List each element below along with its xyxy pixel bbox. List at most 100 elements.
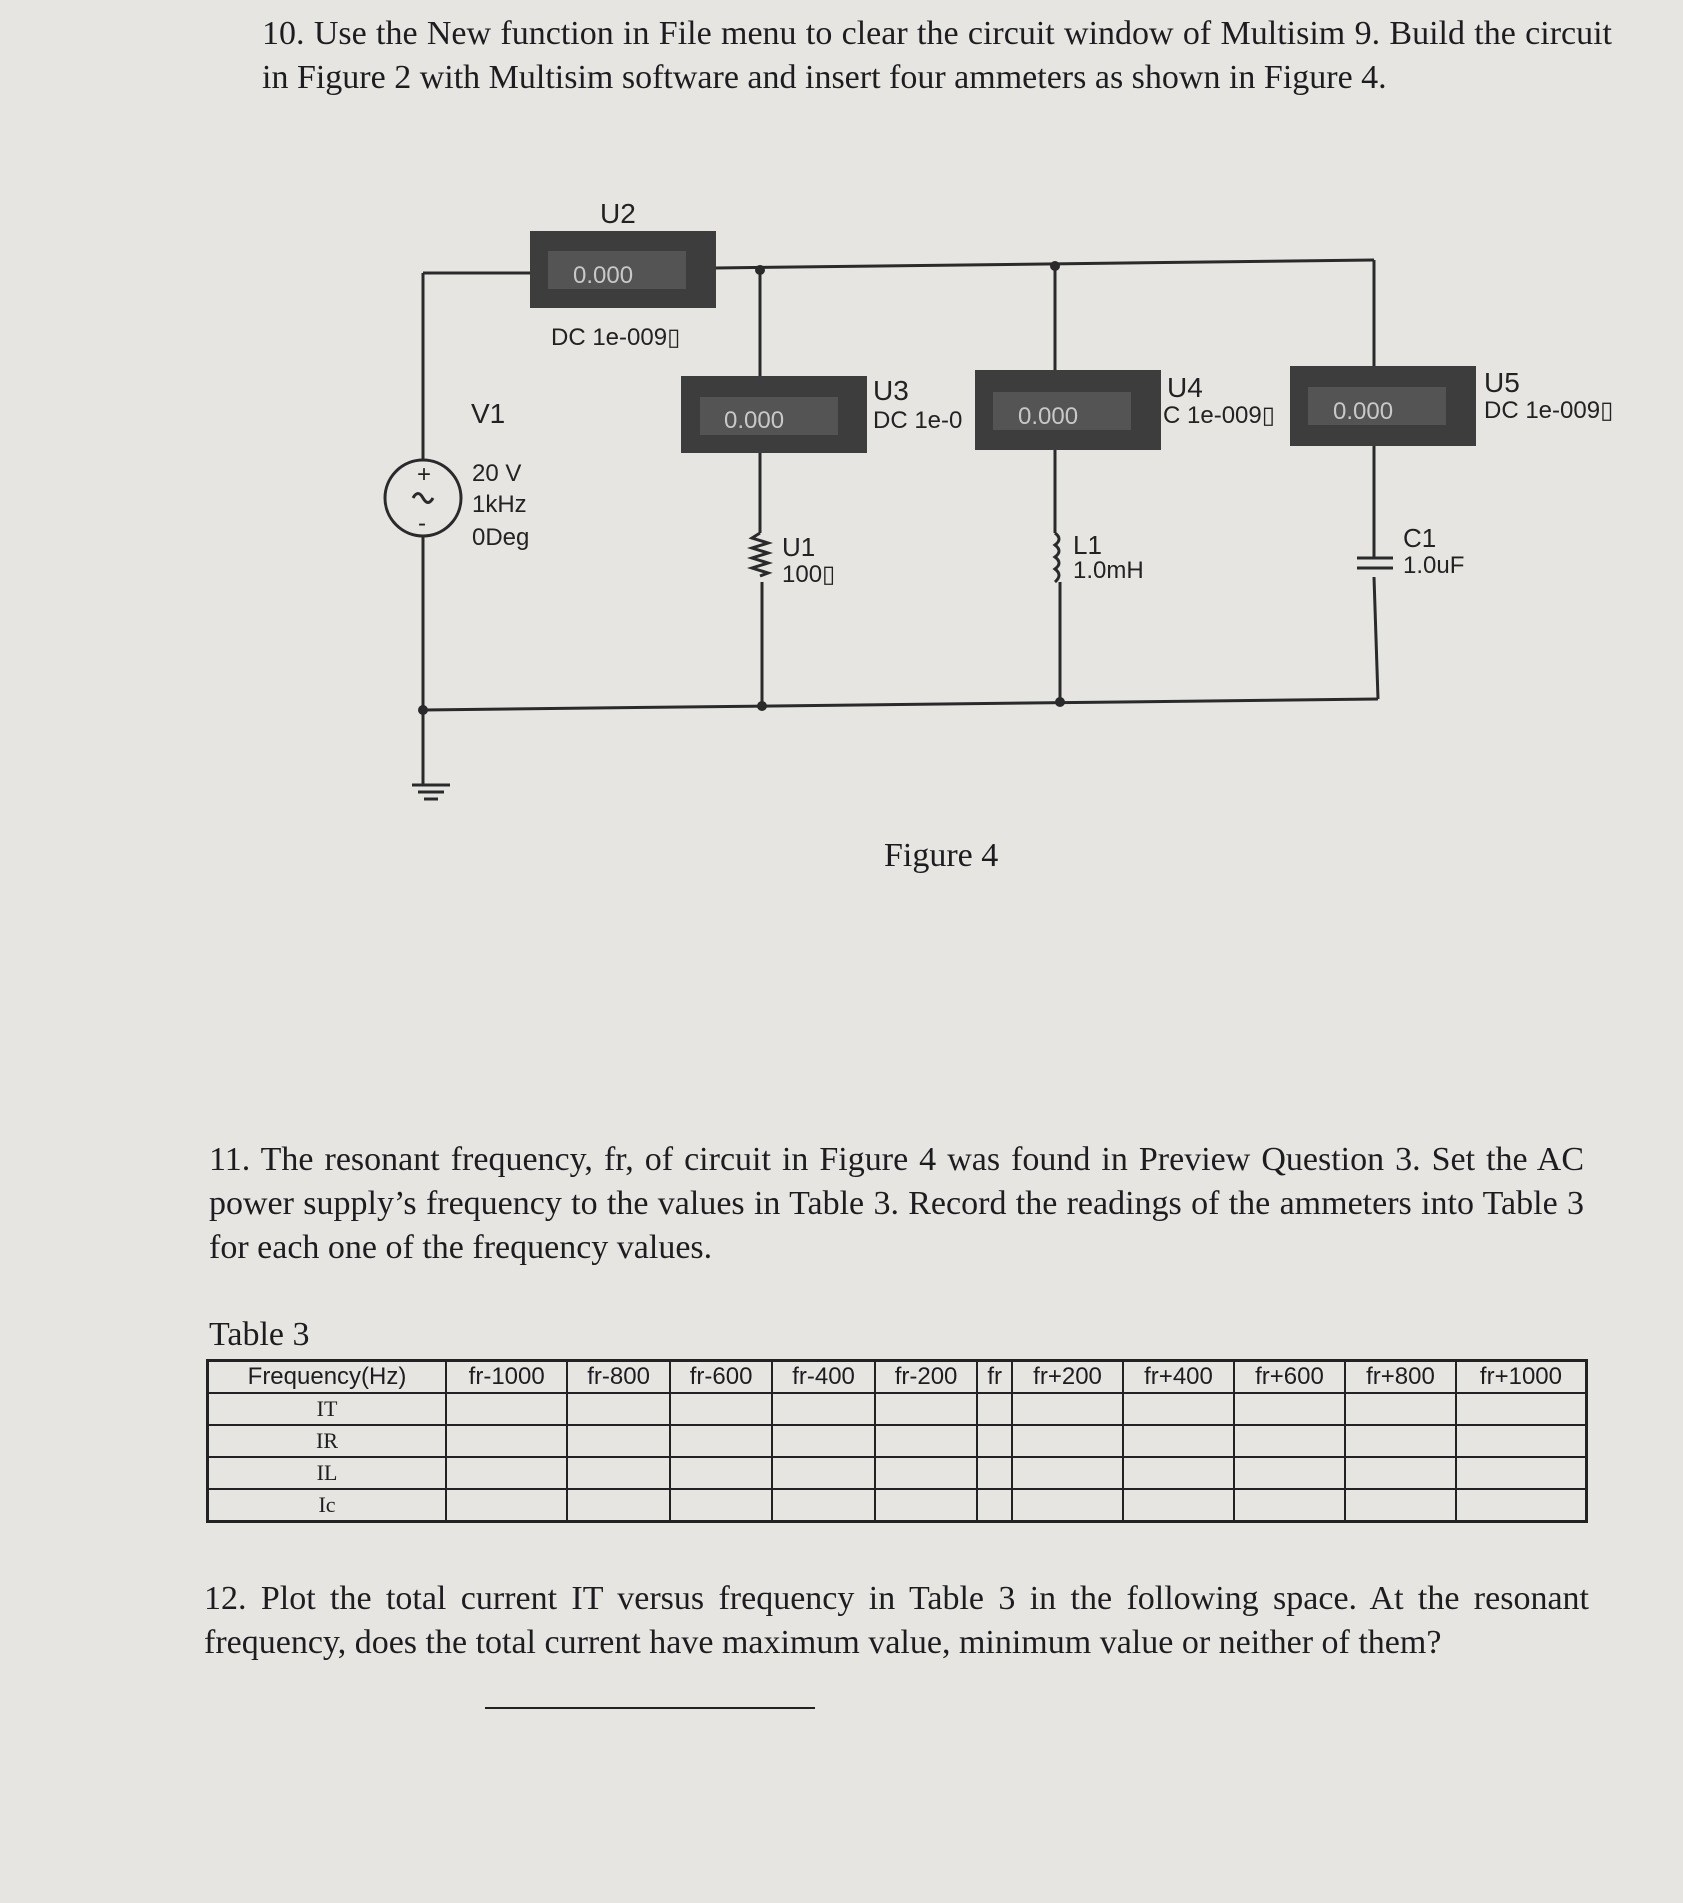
- question-10: 10. Use the New function in File menu to…: [262, 15, 1612, 96]
- table-header-cell: fr-200: [873, 1359, 979, 1394]
- ammeter-u5: 0.000 U5 DC 1e-009▯: [1290, 366, 1613, 446]
- svg-text:L1: L1: [1073, 530, 1102, 560]
- ammeter-u3-label: U3: [873, 375, 909, 406]
- table-cell[interactable]: [668, 1392, 774, 1426]
- table-title: Table 3: [209, 1316, 310, 1353]
- table-cell[interactable]: [976, 1488, 1014, 1523]
- ammeter-u2-mode: DC 1e-009▯: [551, 324, 680, 351]
- table-row: IR: [206, 1424, 1588, 1458]
- svg-text:V1: V1: [471, 398, 505, 429]
- table-cell[interactable]: [1454, 1392, 1588, 1426]
- table-row: IL: [206, 1456, 1588, 1490]
- table-cell[interactable]: [1122, 1456, 1235, 1490]
- ammeter-u3-mode: DC 1e-0: [873, 407, 962, 434]
- table-cell[interactable]: [668, 1488, 774, 1523]
- voltage-source-labels: V1 20 V 1kHz 0Deg: [471, 398, 529, 551]
- ammeter-u2-label: U2: [600, 198, 636, 229]
- table-cell[interactable]: [873, 1424, 979, 1458]
- question-12: 12. Plot the total current IT versus fre…: [204, 1580, 1589, 1661]
- ammeter-u5-reading: 0.000: [1333, 398, 1393, 425]
- resistor-labels: U1 100▯: [782, 532, 835, 588]
- table-header-cell: fr-1000: [445, 1359, 569, 1394]
- ammeter-u4-label: U4: [1167, 372, 1203, 403]
- svg-text:+: +: [417, 461, 431, 488]
- table-cell[interactable]: [1232, 1392, 1346, 1426]
- table-cell[interactable]: [1122, 1488, 1235, 1523]
- table-header-cell: fr-600: [668, 1359, 774, 1394]
- table-cell[interactable]: [1232, 1424, 1346, 1458]
- table-cell[interactable]: [1011, 1456, 1125, 1490]
- circuit-diagram: + - 0.000 U2 DC 1e-009▯ 0.000 U3 DC 1e-0…: [383, 198, 1613, 801]
- table-header-cell: fr+800: [1343, 1359, 1457, 1394]
- table-cell[interactable]: [771, 1488, 876, 1523]
- table-cell[interactable]: [873, 1392, 979, 1426]
- ammeter-u4-mode: C 1e-009▯: [1163, 402, 1275, 429]
- table-header-cell: fr+600: [1232, 1359, 1346, 1394]
- ammeter-u2: 0.000 U2 DC 1e-009▯: [530, 198, 716, 351]
- answer-line[interactable]: [485, 1707, 815, 1709]
- table-cell[interactable]: [771, 1456, 876, 1490]
- table-header-cell: fr+1000: [1454, 1359, 1588, 1394]
- figure-caption: Figure 4: [884, 837, 999, 874]
- ammeter-u4: 0.000 U4 C 1e-009▯: [975, 370, 1275, 450]
- table-cell[interactable]: [976, 1424, 1014, 1458]
- table-cell[interactable]: [1011, 1424, 1125, 1458]
- table-cell[interactable]: [1232, 1456, 1346, 1490]
- svg-text:100▯: 100▯: [782, 561, 835, 588]
- table-cell[interactable]: [771, 1392, 876, 1426]
- table-header-cell: fr-400: [771, 1359, 876, 1394]
- ammeter-u2-reading: 0.000: [573, 262, 633, 289]
- ammeter-u5-label: U5: [1484, 367, 1520, 398]
- svg-text:C1: C1: [1403, 523, 1436, 553]
- table-cell[interactable]: [566, 1488, 671, 1523]
- ammeter-u4-reading: 0.000: [1018, 403, 1078, 430]
- ammeter-u3: 0.000 U3 DC 1e-0: [681, 375, 962, 453]
- svg-text:20 V: 20 V: [472, 460, 521, 487]
- table-cell[interactable]: [976, 1456, 1014, 1490]
- table-header-cell: fr-800: [566, 1359, 671, 1394]
- table-cell[interactable]: [1122, 1424, 1235, 1458]
- svg-text:U1: U1: [782, 532, 815, 562]
- table-cell[interactable]: [1343, 1488, 1457, 1523]
- table-cell[interactable]: [445, 1424, 569, 1458]
- table-cell[interactable]: [668, 1424, 774, 1458]
- svg-text:1kHz: 1kHz: [472, 491, 527, 518]
- table-cell[interactable]: [445, 1456, 569, 1490]
- table-cell[interactable]: [1343, 1392, 1457, 1426]
- table-cell[interactable]: [1343, 1424, 1457, 1458]
- table-cell[interactable]: [445, 1392, 569, 1426]
- table-cell[interactable]: [1122, 1392, 1235, 1426]
- table-row-label: IL: [206, 1456, 448, 1490]
- table-cell[interactable]: [1011, 1392, 1125, 1426]
- table-cell[interactable]: [566, 1424, 671, 1458]
- table-cell[interactable]: [1343, 1456, 1457, 1490]
- table-row: IT: [206, 1392, 1588, 1426]
- table-header-frequency: Frequency(Hz): [206, 1359, 448, 1394]
- table-cell[interactable]: [976, 1392, 1014, 1426]
- ammeter-u3-reading: 0.000: [724, 407, 784, 434]
- table-row: Ic: [206, 1488, 1588, 1523]
- table-cell[interactable]: [668, 1456, 774, 1490]
- table-cell[interactable]: [1011, 1488, 1125, 1523]
- table-header-cell: fr+400: [1122, 1359, 1235, 1394]
- table-cell[interactable]: [445, 1488, 569, 1523]
- table-row-label: IT: [206, 1392, 448, 1426]
- table-cell[interactable]: [566, 1456, 671, 1490]
- table-cell[interactable]: [1454, 1488, 1588, 1523]
- table-cell[interactable]: [771, 1424, 876, 1458]
- capacitor-labels: C1 1.0uF: [1403, 523, 1464, 579]
- table-cell[interactable]: [873, 1488, 979, 1523]
- question-11: 11. The resonant frequency, fr, of circu…: [209, 1141, 1584, 1266]
- table-header-cell: fr: [976, 1359, 1014, 1394]
- table-cell[interactable]: [566, 1392, 671, 1426]
- table-cell[interactable]: [1454, 1456, 1588, 1490]
- table-cell[interactable]: [1454, 1424, 1588, 1458]
- svg-text:1.0uF: 1.0uF: [1403, 552, 1464, 579]
- table-cell[interactable]: [1232, 1488, 1346, 1523]
- table-header-cell: fr+200: [1011, 1359, 1125, 1394]
- svg-text:-: -: [418, 510, 426, 537]
- svg-text:1.0mH: 1.0mH: [1073, 557, 1144, 584]
- table-cell[interactable]: [873, 1456, 979, 1490]
